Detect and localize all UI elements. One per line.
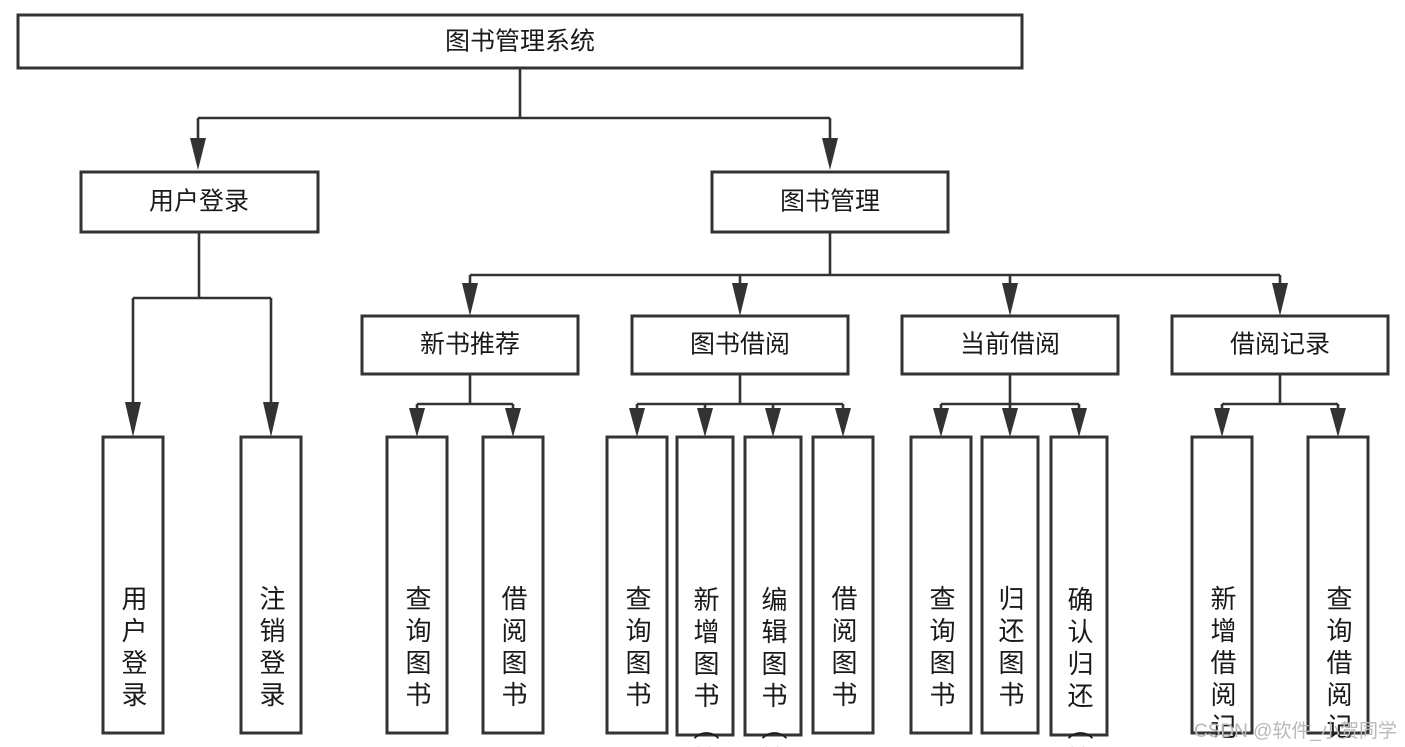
node-new-book-recommend[interactable]: 新书推荐 <box>360 314 580 376</box>
leaf-new-book-2-label: 借阅图书 <box>498 585 528 713</box>
leaf-borrow-record-1-label: 新增借阅记录 <box>1207 585 1237 747</box>
leaf-book-borrow-2-label: 新增图书（管理员） <box>690 586 720 747</box>
leaf-new-book-1[interactable]: 查询图书 <box>385 435 449 735</box>
arrow-head-book-mgmt <box>822 138 838 170</box>
leaf-book-borrow-2[interactable]: 新增图书（管理员） <box>675 435 735 747</box>
node-borrow-record-label: 借阅记录 <box>1230 331 1330 359</box>
node-book-management[interactable]: 图书管理 <box>710 170 950 234</box>
leaf-book-borrow-4-label: 借阅图书 <box>828 585 858 713</box>
leaf-book-borrow-3-box <box>743 435 803 737</box>
arrow-head-user-login-leaf-2 <box>263 402 279 437</box>
leaf-borrow-record-2-box <box>1306 435 1370 735</box>
node-current-borrow-box <box>900 314 1120 376</box>
leaf-borrow-record-1[interactable]: 新增借阅记录 <box>1190 435 1254 747</box>
arrow-head-new-book-leaf-2 <box>505 408 521 437</box>
node-current-borrow[interactable]: 当前借阅 <box>900 314 1120 376</box>
leaf-book-borrow-3-label: 编辑图书（管理员） <box>758 586 788 747</box>
connector-group-book-borrow <box>629 374 851 437</box>
connector-group-book-management <box>462 232 1288 316</box>
leaf-borrow-record-2[interactable]: 查询借阅记录 <box>1306 435 1370 747</box>
leaf-user-login-1-label: 用户登录 <box>118 585 148 713</box>
connector-group-borrow-record <box>1214 374 1346 437</box>
leaf-new-book-2-box <box>481 435 545 735</box>
arrow-head-current-borrow-leaf-3 <box>1071 408 1087 437</box>
leaf-current-borrow-1-box <box>909 435 973 735</box>
leaf-current-borrow-2-box <box>980 435 1040 735</box>
leaf-book-borrow-4-box <box>811 435 875 735</box>
leaf-current-borrow-1[interactable]: 查询图书 <box>909 435 973 735</box>
leaf-user-login-1[interactable]: 用户登录 <box>101 435 165 735</box>
connector-group-current-borrow <box>933 374 1087 437</box>
node-book-management-label: 图书管理 <box>780 188 880 216</box>
node-book-borrow-label: 图书借阅 <box>690 331 790 359</box>
leaf-current-borrow-3-box <box>1049 435 1109 737</box>
leaf-borrow-record-1-box <box>1190 435 1254 735</box>
leaf-current-borrow-2[interactable]: 归还图书 <box>980 435 1040 735</box>
leaf-new-book-1-label: 查询图书 <box>402 585 432 713</box>
node-new-book-recommend-box <box>360 314 580 376</box>
arrow-head-borrow-record <box>1272 283 1288 316</box>
arrow-head-current-borrow-leaf-2 <box>1002 408 1018 437</box>
leaf-book-borrow-3[interactable]: 编辑图书（管理员） <box>743 435 803 747</box>
node-current-borrow-label: 当前借阅 <box>960 331 1060 359</box>
leaf-book-borrow-1-label: 查询图书 <box>622 585 652 713</box>
leaf-book-borrow-4[interactable]: 借阅图书 <box>811 435 875 735</box>
connector-group-new-book-recommend <box>409 374 521 437</box>
arrow-head-book-borrow <box>732 283 748 316</box>
node-book-management-box <box>710 170 950 234</box>
arrow-head-book-borrow-leaf-3 <box>765 408 781 437</box>
node-borrow-record[interactable]: 借阅记录 <box>1170 314 1390 376</box>
leaf-user-login-1-box <box>101 435 165 735</box>
arrow-head-book-borrow-leaf-2 <box>697 408 713 437</box>
leaf-new-book-2[interactable]: 借阅图书 <box>481 435 545 735</box>
connector-group-user-login <box>125 232 279 437</box>
node-root-system[interactable]: 图书管理系统 <box>16 13 1024 70</box>
leaf-new-book-1-box <box>385 435 449 735</box>
node-user-login-label: 用户登录 <box>149 188 249 216</box>
arrow-head-borrow-record-leaf-1 <box>1214 408 1230 437</box>
arrow-head-book-borrow-leaf-1 <box>629 408 645 437</box>
leaf-current-borrow-3[interactable]: 确认归还（管理员） <box>1049 435 1109 747</box>
node-borrow-record-box <box>1170 314 1390 376</box>
connector-group-root <box>190 68 838 170</box>
arrow-head-borrow-record-leaf-2 <box>1330 408 1346 437</box>
node-new-book-recommend-label: 新书推荐 <box>420 331 520 359</box>
arrow-head-current-borrow <box>1002 283 1018 316</box>
arrow-head-user-login-leaf-1 <box>125 402 141 437</box>
node-book-borrow-box <box>630 314 850 376</box>
leaf-current-borrow-1-label: 查询图书 <box>926 585 956 713</box>
arrow-head-current-borrow-leaf-1 <box>933 408 949 437</box>
leaf-book-borrow-1[interactable]: 查询图书 <box>605 435 669 735</box>
leaf-borrow-record-2-label: 查询借阅记录 <box>1323 585 1353 747</box>
leaf-current-borrow-2-label: 归还图书 <box>995 585 1025 713</box>
node-book-borrow[interactable]: 图书借阅 <box>630 314 850 376</box>
leaf-book-borrow-2-box <box>675 435 735 737</box>
csdn-watermark: CSDN @软件_小贺同学 <box>1194 721 1397 742</box>
arrow-head-new-book-leaf-1 <box>409 408 425 437</box>
leaf-user-login-2-label: 注销登录 <box>256 585 286 713</box>
leaf-current-borrow-3-label: 确认归还（管理员） <box>1064 586 1094 747</box>
leaf-user-login-2-box <box>239 435 303 735</box>
arrow-head-book-borrow-leaf-4 <box>835 408 851 437</box>
node-root-label: 图书管理系统 <box>445 28 595 56</box>
leaf-user-login-2[interactable]: 注销登录 <box>239 435 303 735</box>
arrow-head-user-login <box>190 138 206 170</box>
leaf-book-borrow-1-box <box>605 435 669 735</box>
node-user-login[interactable]: 用户登录 <box>79 170 320 234</box>
node-root-box <box>16 13 1024 70</box>
arrow-head-new-book <box>462 283 478 316</box>
